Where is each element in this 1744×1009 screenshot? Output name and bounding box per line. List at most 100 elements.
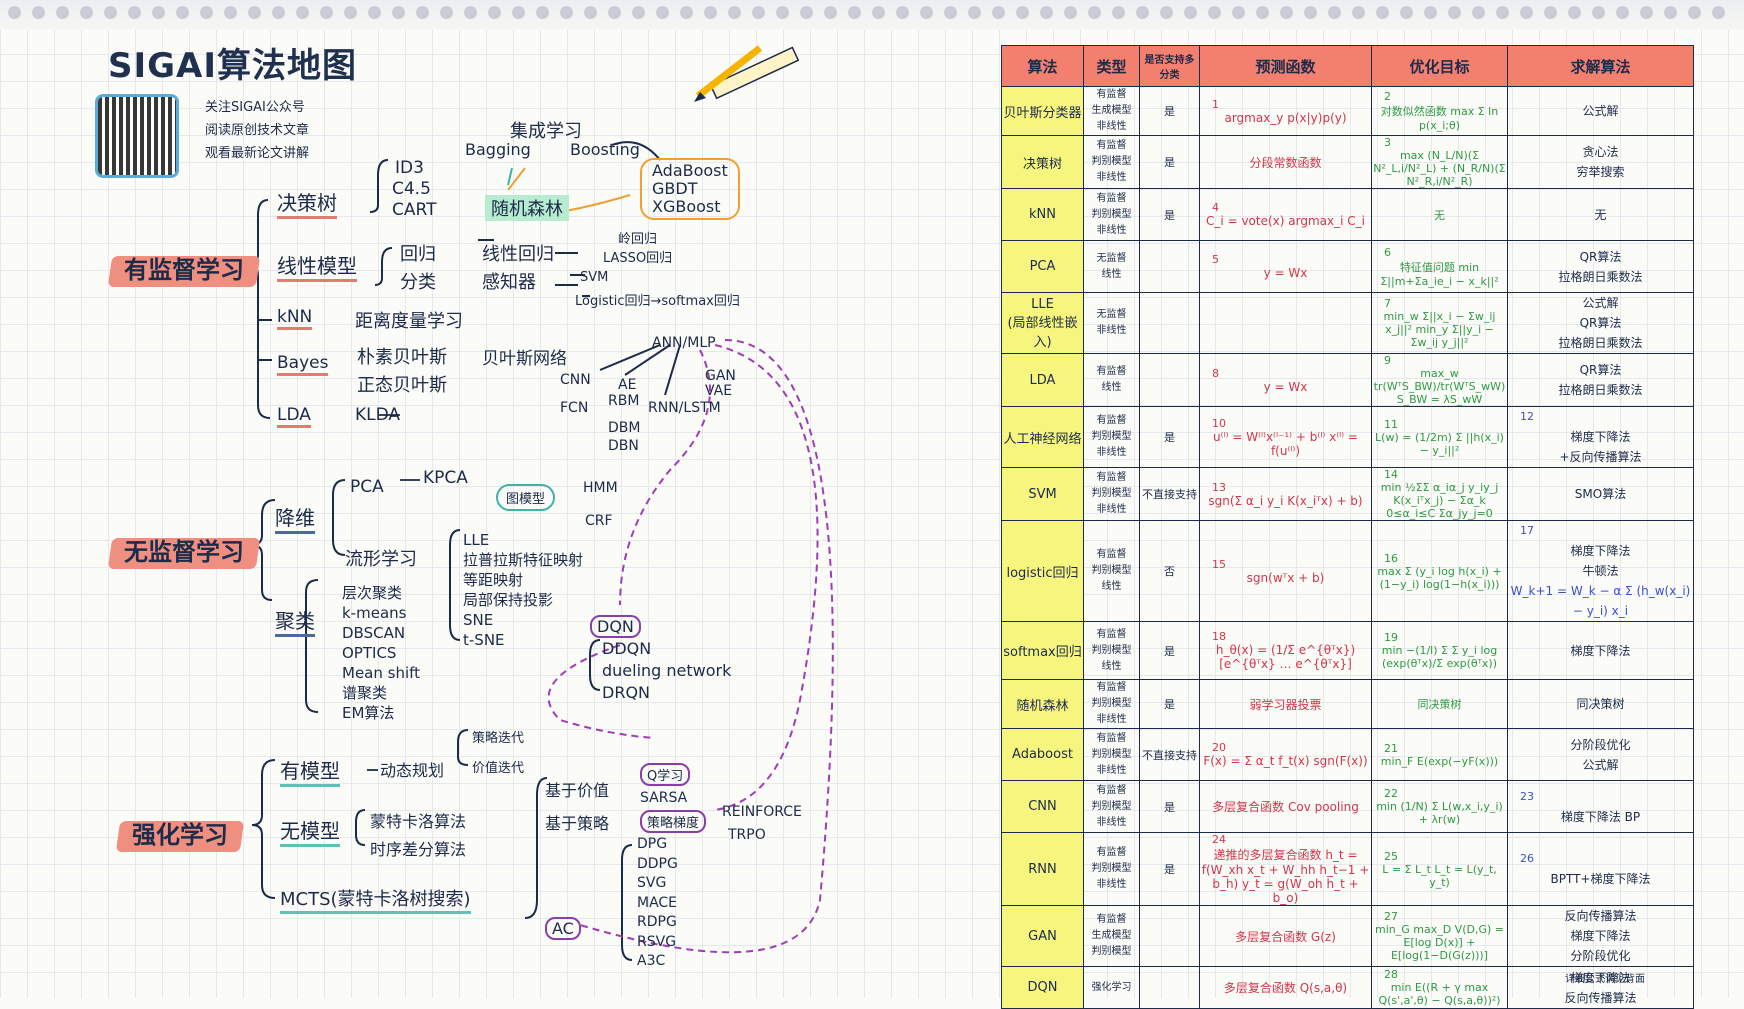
- binder-hole: [128, 6, 141, 19]
- header-solver: 求解算法: [1507, 45, 1694, 87]
- type-tag: 有监督: [1096, 784, 1127, 796]
- binder-hole: [1688, 6, 1701, 19]
- node-bagging: Bagging: [465, 140, 531, 159]
- formula-number: 27: [1384, 910, 1398, 923]
- category-supervised: 有监督学习: [110, 248, 258, 287]
- cell-objective: 同决策树: [1371, 679, 1508, 729]
- node-dim-reduction: 降维: [275, 502, 315, 534]
- cell-multiclass: [1139, 292, 1200, 354]
- node-mcts: MCTS(蒙特卡洛树搜索): [280, 885, 471, 914]
- cell-algorithm: 随机森林: [1001, 679, 1084, 729]
- cluster-item: EM算法: [342, 704, 395, 722]
- solver-name: 梯度下降法: [1570, 430, 1631, 444]
- cell-multiclass: 是: [1139, 406, 1200, 468]
- node-clustering: 聚类: [275, 605, 315, 637]
- formula-number: 14: [1384, 468, 1398, 482]
- objective-formula: min ½ΣΣ α_iα_j y_iy_j K(x_iᵀx_j) − Σα_k …: [1380, 481, 1499, 520]
- solver-name: 分阶段优化: [1570, 737, 1631, 752]
- prediction-formula: argmax_y p(x|y)p(y): [1224, 110, 1347, 125]
- type-tag: 判别模型: [1091, 208, 1132, 220]
- header-type: 类型: [1083, 45, 1140, 87]
- cell-algorithm: DQN: [1001, 966, 1084, 1009]
- cell-prediction: 多层复合函数 Q(s,a,θ): [1199, 966, 1372, 1009]
- ac-item: DPG: [637, 836, 668, 852]
- cell-algorithm: softmax回归: [1001, 621, 1084, 680]
- cell-solver: 无: [1507, 188, 1694, 241]
- binder-hole: [1232, 6, 1245, 19]
- cell-multiclass: [1139, 905, 1200, 967]
- type-tag: 线性: [1101, 581, 1122, 592]
- node-lasso: LASSO回归: [603, 251, 673, 266]
- solver-name: +反向传播算法: [1559, 450, 1642, 464]
- solver-name: 梯度下降法 BP: [1560, 809, 1641, 824]
- solver-name: 梯度下降法: [1570, 929, 1631, 943]
- map-connectors: [247, 141, 834, 961]
- node-svm: SVM: [580, 270, 609, 285]
- node-logistic: Logistic回归→softmax回归: [575, 294, 740, 309]
- multiclass-value: 是: [1164, 208, 1175, 222]
- cell-type: 强化学习: [1083, 966, 1140, 1009]
- type-tag: 线性: [1101, 268, 1122, 280]
- multiclass-value: 是: [1164, 800, 1175, 814]
- boosting-box: AdaBoost GBDT XGBoost: [640, 158, 740, 220]
- node-value-based: 基于价值: [545, 781, 610, 800]
- binder-hole: [752, 6, 765, 19]
- objective-formula: min E((R + γ max Q(s',a',θ) − Q(s,a,θ))²…: [1378, 981, 1501, 1007]
- formula-number: 8: [1212, 366, 1219, 380]
- cell-multiclass: 是: [1139, 135, 1200, 189]
- solver-name: 公式解: [1582, 757, 1619, 772]
- binder-hole: [1640, 6, 1653, 19]
- type-tag: 非线性: [1096, 172, 1127, 183]
- type-tag: 判别模型: [1091, 644, 1132, 656]
- manifold-list: LLE 拉普拉斯特征映射 等距映射 局部保持投影 SNE t-SNE: [463, 530, 583, 650]
- qr-line-3: 观看最新论文讲解: [205, 146, 310, 161]
- type-tag: 有监督: [1096, 415, 1127, 426]
- cell-type: 有监督判别模型非线性: [1083, 832, 1140, 906]
- binder-hole: [1160, 6, 1173, 19]
- solver-name: BPTT+梯度下降法: [1550, 872, 1651, 886]
- node-ridge: 岭回归: [618, 232, 658, 247]
- type-tag: 强化学习: [1091, 981, 1132, 993]
- solver-name: 牛顿法: [1582, 564, 1619, 578]
- node-boosting: Boosting: [570, 140, 640, 159]
- solver-name: 梯度下降法: [1570, 643, 1631, 658]
- prediction-formula: 多层复合函数 Cov pooling: [1212, 800, 1359, 814]
- node-hmm: HMM: [583, 480, 618, 496]
- multiclass-value: 是: [1164, 644, 1175, 658]
- binder-hole: [1328, 6, 1341, 19]
- cluster-list: 层次聚类 k-means DBSCAN OPTICS Mean shift 谱聚…: [342, 583, 420, 723]
- page-title: SIGAI算法地图: [108, 46, 358, 86]
- type-tag: 有监督: [1096, 732, 1127, 744]
- node-dbn: DBN: [608, 438, 639, 454]
- type-tag: 线性: [1101, 382, 1122, 393]
- qr-code[interactable]: [95, 94, 179, 178]
- formula-number: 21: [1384, 741, 1398, 755]
- ac-item: RDPG: [637, 914, 677, 930]
- node-kpca: KPCA: [423, 468, 468, 488]
- multiclass-value: 不直接支持: [1142, 748, 1197, 762]
- binder-holes: [0, 6, 1744, 28]
- cell-objective: 无: [1371, 188, 1508, 241]
- type-tag: 非线性: [1096, 714, 1127, 725]
- cell-prediction: [1199, 292, 1372, 354]
- cell-multiclass: 不直接支持: [1139, 467, 1200, 521]
- node-adaboost: AdaBoost: [652, 161, 728, 180]
- type-tag: 判别模型: [1091, 431, 1132, 442]
- dqn-item: dueling network: [602, 661, 732, 680]
- node-random-forest: 随机森林: [485, 195, 569, 221]
- binder-hole: [920, 6, 933, 19]
- binder-hole: [512, 6, 525, 19]
- objective-formula: min_F E(exp(−yF(x))): [1380, 754, 1499, 768]
- formula-number: 1: [1212, 97, 1219, 111]
- binder-hole: [1544, 6, 1557, 19]
- prediction-formula: 递推的多层复合函数 h_t = f(W_xh x_t + W_hh h_t−1 …: [1201, 848, 1370, 905]
- binder-hole: [272, 6, 285, 19]
- cell-algorithm: 贝叶斯分类器: [1001, 86, 1084, 136]
